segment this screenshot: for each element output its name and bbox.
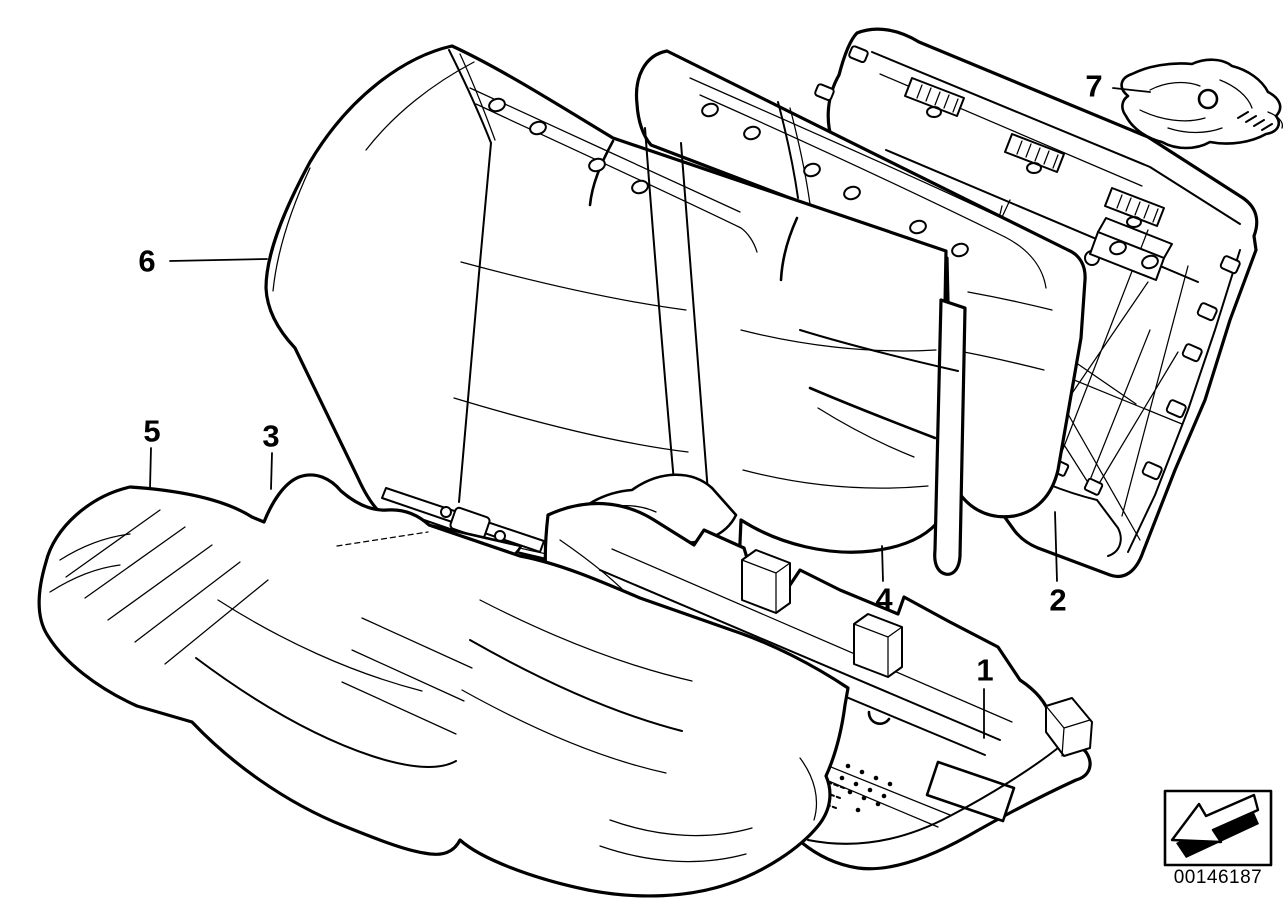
leader-line-4: [881, 545, 884, 582]
callout-7[interactable]: 7: [1085, 68, 1103, 104]
backrest-right-section-drawing: [634, 49, 1087, 519]
legend-nav-button[interactable]: [1163, 789, 1273, 867]
callout-1[interactable]: 1: [976, 652, 994, 688]
lock-latch-drawing: [1120, 58, 1284, 150]
callout-4[interactable]: 4: [875, 581, 893, 617]
callout-5[interactable]: 5: [143, 413, 161, 449]
direction-arrow-icon: [1170, 793, 1260, 858]
image-number: 00146187: [1173, 867, 1263, 888]
leader-line-2: [1054, 511, 1058, 582]
callout-2[interactable]: 2: [1049, 582, 1067, 618]
leader-line-3: [270, 452, 273, 490]
callout-6[interactable]: 6: [138, 243, 156, 279]
leader-line-6: [169, 258, 268, 262]
seat-cushion-drawing: [37, 473, 850, 898]
callout-3[interactable]: 3: [262, 418, 280, 454]
leader-line-5: [149, 447, 152, 489]
callout-leader-lines: [149, 87, 1151, 739]
leader-line-7: [1112, 87, 1151, 93]
